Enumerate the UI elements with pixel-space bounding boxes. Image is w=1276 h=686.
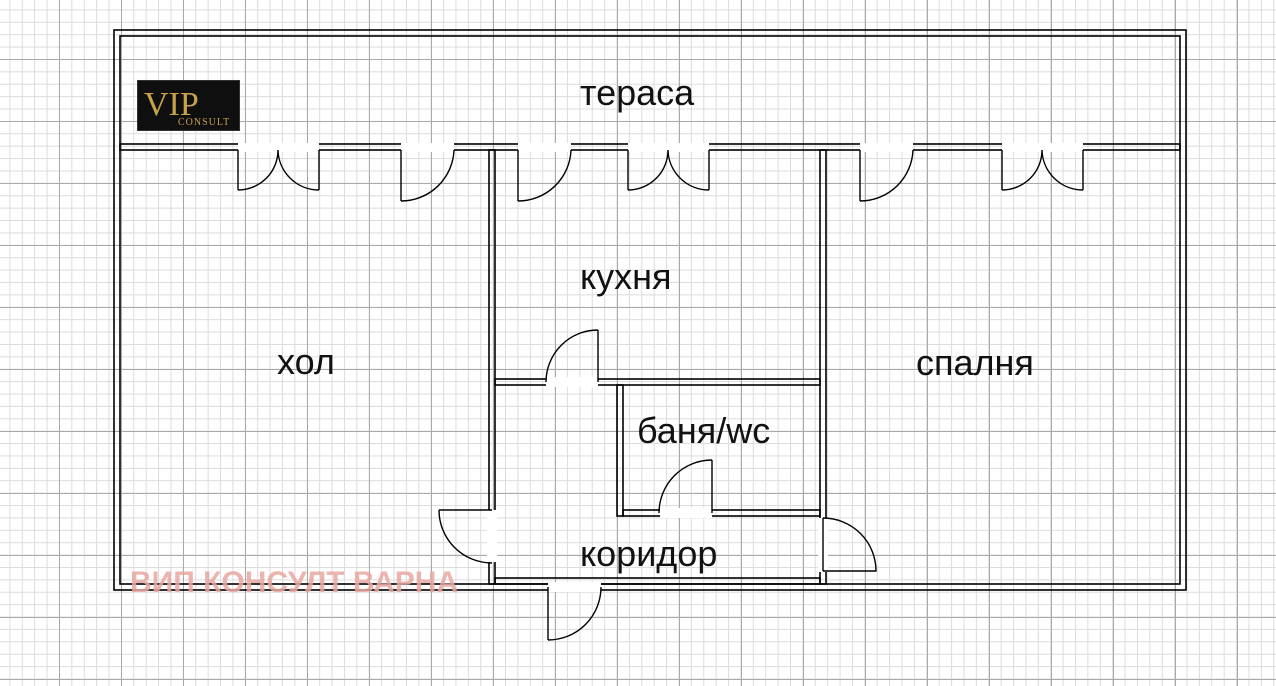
watermark: ВИП КОНСУЛТ ВАРНА	[130, 566, 459, 599]
door-gap	[660, 508, 712, 518]
hall-kitchen-wall	[488, 149, 496, 585]
vip-consult-logo: VIP CONSULT	[137, 80, 240, 131]
door-kitchen-corridor	[545, 329, 599, 383]
door-hall-terrace-double	[237, 149, 320, 191]
door-gap	[548, 582, 601, 592]
door-hall-corridor	[438, 509, 493, 564]
room-label-bathroom: баня/wc	[637, 410, 771, 451]
door-gap	[518, 143, 571, 152]
door-gap	[1002, 143, 1083, 152]
room-label-hall: хол	[277, 341, 335, 382]
door-entrance	[547, 586, 602, 641]
door-hall-terrace-single	[400, 149, 455, 202]
door-bathroom	[658, 459, 713, 514]
room-label-terrace: тераса	[580, 72, 695, 113]
door-gap	[860, 143, 913, 152]
bathroom-left-wall	[616, 384, 624, 517]
room-label-kitchen: кухня	[580, 256, 672, 297]
bathroom-bottom-wall	[622, 509, 821, 517]
door-kitchen-terrace-single	[517, 149, 572, 202]
door-kitchen-terrace-double	[627, 149, 710, 191]
corridor-bottom-wall	[494, 577, 821, 585]
logo-mark-icon: VIP	[144, 86, 199, 123]
door-bedroom-terrace-double	[1001, 149, 1084, 191]
door-bedroom-terrace-single	[859, 149, 914, 202]
door-gap	[487, 510, 497, 562]
outer-wall-outer	[113, 29, 1187, 591]
kitchen-bottom-wall	[494, 378, 821, 386]
door-gap	[546, 377, 598, 387]
room-label-bedroom: спалня	[916, 342, 1034, 383]
room-label-corridor: коридор	[580, 533, 718, 574]
logo-mark: VIP	[144, 86, 199, 123]
door-gap	[628, 143, 709, 152]
door-gap	[238, 143, 319, 152]
door-gap	[401, 143, 454, 152]
door-bedroom-corridor	[822, 517, 877, 572]
logo-subtitle: CONSULT	[178, 117, 231, 128]
outer-wall-inner	[119, 35, 1181, 585]
kitchen-bedroom-wall	[819, 149, 827, 585]
